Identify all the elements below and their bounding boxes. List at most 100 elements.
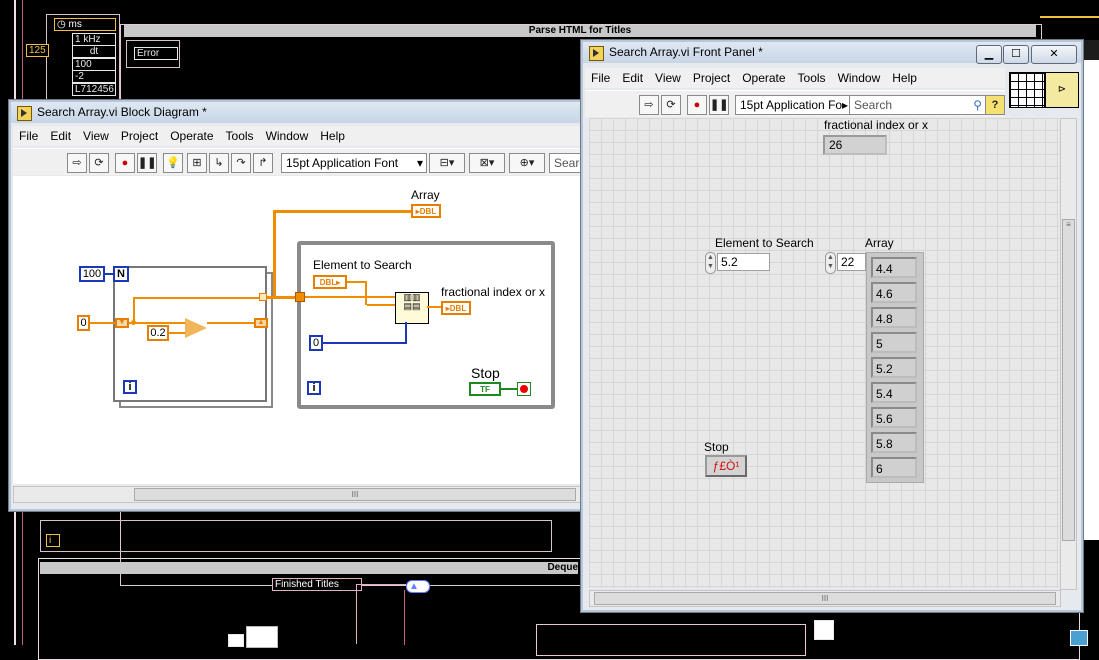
element-dbl-tag: DBL [319, 278, 337, 287]
font-selector[interactable]: 15pt Application Font▾ [281, 153, 427, 173]
array-element: 4.4 [871, 257, 917, 278]
toolbar: ⇨ ⟳ ● ❚❚ 15pt Application Fo▸ Search⚲ ? [585, 90, 1005, 117]
run-continuously-icon[interactable]: ⟳ [89, 153, 109, 173]
abort-icon[interactable]: ● [115, 153, 135, 173]
horizontal-scrollbar[interactable]: III [589, 590, 1061, 607]
block-diagram-titlebar[interactable]: Search Array.vi Block Diagram * [11, 102, 585, 123]
run-arrow-icon[interactable]: ⇨ [67, 153, 87, 173]
step-out-icon[interactable]: ↱ [253, 153, 273, 173]
deque-titlebar: Deque [40, 562, 578, 574]
distribute-objects-icon[interactable]: ⊠▾ [469, 153, 505, 173]
menu-file[interactable]: File [19, 129, 39, 143]
menu-file[interactable]: File [591, 71, 611, 85]
value-neg2: -2 [72, 70, 116, 83]
array-element: 5.2 [871, 357, 917, 378]
block-diagram-window[interactable]: Search Array.vi Block Diagram * File Edit… [8, 99, 589, 512]
array-index-stepper[interactable]: ▲▼ [825, 252, 836, 274]
array-element: 5.8 [871, 432, 917, 453]
step-into-icon[interactable]: ↳ [209, 153, 229, 173]
retain-wire-values-icon[interactable]: ⊞ [187, 153, 207, 173]
fractional-index-terminal[interactable]: ▸DBL [441, 301, 471, 315]
loop-count-constant[interactable]: 100 [79, 266, 105, 282]
abort-icon[interactable]: ● [687, 95, 707, 115]
menu-operate[interactable]: Operate [170, 129, 214, 143]
align-objects-icon[interactable]: ⊟▾ [429, 153, 465, 173]
while-loop[interactable] [297, 241, 555, 409]
minimize-button[interactable]: ▁ [976, 45, 1002, 64]
vertical-scroll-thumb[interactable]: ≡ [1062, 219, 1075, 541]
font-selector[interactable]: 15pt Application Fo▸ [735, 95, 851, 115]
stop-button[interactable]: ƒ£Ò¹ [705, 455, 747, 477]
finished-titles-tag: Finished Titles [272, 578, 362, 591]
run-arrow-icon[interactable]: ⇨ [639, 95, 659, 115]
array-element: 5.4 [871, 382, 917, 403]
stop-label: Stop [704, 440, 729, 454]
menu-view[interactable]: View [83, 129, 109, 143]
search-icon: ⚲ [973, 98, 982, 112]
menu-help[interactable]: Help [320, 129, 345, 143]
vertical-scrollbar[interactable]: ≡ [1060, 118, 1077, 590]
loop-condition-icon [517, 382, 531, 396]
fractional-index-label: fractional index or x [824, 118, 929, 132]
array-dbl-tag: DBL [419, 207, 437, 216]
start-index-constant[interactable]: 0 [309, 335, 323, 351]
menu-operate[interactable]: Operate [742, 71, 786, 85]
maximize-button[interactable]: ☐ [1003, 45, 1029, 64]
front-panel-canvas[interactable] [589, 118, 1059, 588]
fractional-index-indicator: 26 [823, 135, 887, 155]
array-play-icon: ▸ [415, 207, 420, 216]
array-label: Array [865, 236, 894, 250]
array-index-input[interactable]: 22 [837, 253, 866, 271]
step-over-icon[interactable]: ↷ [231, 153, 251, 173]
chevron-down-icon: ▾ [416, 156, 423, 170]
frac-dbl-tag: DBL [449, 304, 467, 313]
search-input[interactable]: Searc [549, 153, 589, 173]
menu-project[interactable]: Project [120, 129, 159, 143]
scroll-thumb[interactable]: III [594, 592, 1056, 605]
loop-count-terminal: N [113, 266, 129, 282]
menu-edit[interactable]: Edit [622, 71, 644, 85]
shift-register-left: ▼ [115, 318, 129, 328]
element-increment-stepper[interactable]: ▲▼ [705, 252, 716, 274]
array-indicator: 4.4 4.6 4.8 5 5.2 5.4 5.6 5.8 6 [866, 252, 924, 483]
add-function-icon[interactable] [185, 318, 207, 338]
stop-button-terminal[interactable]: TF [469, 382, 501, 396]
menu-bar: File Edit View Project Operate Tools Window Hel… [13, 126, 583, 146]
menu-window[interactable]: Window [837, 71, 881, 85]
menu-tools[interactable]: Tools [225, 129, 254, 143]
close-button[interactable]: ✕ [1031, 45, 1077, 64]
pause-icon[interactable]: ❚❚ [709, 95, 729, 115]
element-to-search-terminal[interactable]: DBL▸ [313, 275, 347, 289]
increment-constant[interactable]: 0.2 [147, 325, 169, 341]
array-indicator-terminal[interactable]: ▸DBL [411, 204, 441, 218]
scroll-thumb[interactable]: III [134, 488, 576, 501]
horizontal-scrollbar[interactable]: III [13, 486, 581, 503]
menu-tools[interactable]: Tools [797, 71, 826, 85]
search-input[interactable]: Search⚲ [849, 95, 987, 115]
run-continuously-icon[interactable]: ⟳ [661, 95, 681, 115]
menu-help[interactable]: Help [892, 71, 917, 85]
initial-value-constant[interactable]: 0 [77, 315, 90, 331]
vi-icon [589, 46, 604, 61]
front-panel-window[interactable]: Search Array.vi Front Panel * ▁ ☐ ✕ File… [580, 39, 1084, 613]
front-panel-titlebar[interactable]: Search Array.vi Front Panel * ▁ ☐ ✕ [583, 42, 1081, 64]
help-icon[interactable]: ? [985, 95, 1005, 115]
menu-edit[interactable]: Edit [50, 129, 72, 143]
pause-icon[interactable]: ❚❚ [137, 153, 157, 173]
threshold-1d-array-icon[interactable]: ▥▥▤▤ [395, 292, 429, 324]
clock-icon: ◷ [57, 19, 69, 30]
chevron-down-icon: ▸ [841, 96, 848, 114]
menu-window[interactable]: Window [265, 129, 309, 143]
toolbar: ⇨ ⟳ ● ❚❚ 💡 ⊞ ↳ ↷ ↱ 15pt Application Font… [13, 148, 589, 175]
while-tunnel [295, 292, 305, 302]
array-element: 4.8 [871, 307, 917, 328]
menu-view[interactable]: View [655, 71, 681, 85]
reorder-icon[interactable]: ⊕▾ [509, 153, 545, 173]
menu-project[interactable]: Project [692, 71, 731, 85]
element-to-search-input[interactable]: 5.2 [717, 253, 770, 271]
array-element: 4.6 [871, 282, 917, 303]
while-iteration-terminal: i [307, 381, 321, 395]
connector-pane-icon [1009, 72, 1045, 108]
frac-play-icon: ▸ [445, 304, 450, 313]
highlight-execution-icon[interactable]: 💡 [163, 153, 183, 173]
